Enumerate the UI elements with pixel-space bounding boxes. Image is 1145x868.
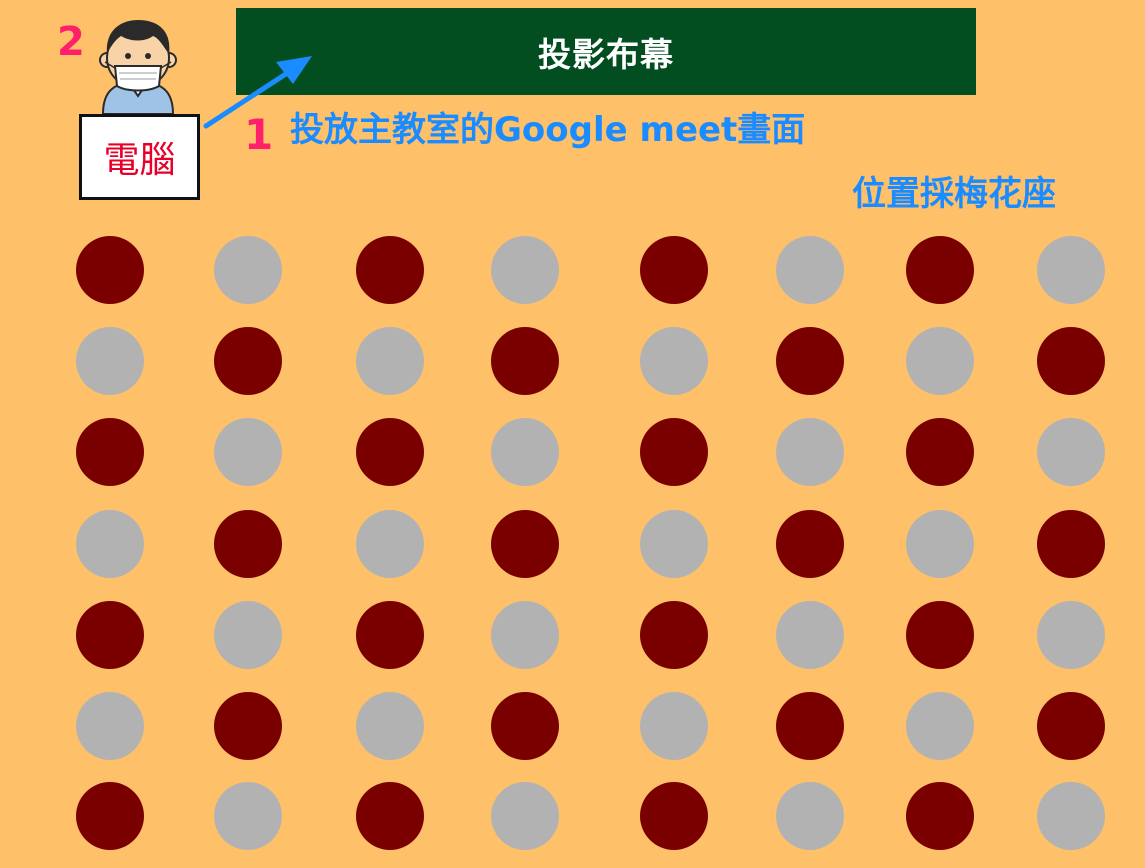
seat-occupied	[640, 236, 708, 304]
seat-empty	[356, 510, 424, 578]
seat-occupied	[76, 418, 144, 486]
seat-occupied	[214, 692, 282, 760]
seat-occupied	[1037, 692, 1105, 760]
projection-screen: 投影布幕	[236, 8, 976, 95]
seat-empty	[906, 692, 974, 760]
seat-empty	[906, 327, 974, 395]
seat-occupied	[76, 601, 144, 669]
seat-occupied	[776, 510, 844, 578]
seat-occupied	[491, 510, 559, 578]
seat-empty	[776, 782, 844, 850]
seat-occupied	[640, 601, 708, 669]
seat-empty	[214, 601, 282, 669]
seat-empty	[776, 601, 844, 669]
seat-occupied	[906, 601, 974, 669]
computer-label: 電腦	[103, 140, 176, 181]
seat-empty	[1037, 601, 1105, 669]
seat-empty	[776, 236, 844, 304]
seat-occupied	[906, 418, 974, 486]
seat-empty	[214, 782, 282, 850]
seat-empty	[76, 692, 144, 760]
seat-empty	[356, 327, 424, 395]
seat-empty	[1037, 418, 1105, 486]
seat-empty	[776, 418, 844, 486]
seat-occupied	[356, 418, 424, 486]
seat-occupied	[76, 782, 144, 850]
seat-empty	[356, 692, 424, 760]
seat-empty	[906, 510, 974, 578]
seat-empty	[491, 236, 559, 304]
seat-empty	[491, 418, 559, 486]
seat-occupied	[1037, 510, 1105, 578]
projection-screen-label: 投影布幕	[538, 34, 674, 74]
seat-occupied	[356, 782, 424, 850]
seat-occupied	[906, 236, 974, 304]
seat-empty	[640, 510, 708, 578]
seat-empty	[1037, 782, 1105, 850]
seat-occupied	[640, 418, 708, 486]
seat-occupied	[776, 692, 844, 760]
seat-empty	[76, 510, 144, 578]
seat-occupied	[356, 601, 424, 669]
seat-empty	[640, 692, 708, 760]
seat-occupied	[214, 327, 282, 395]
seat-occupied	[356, 236, 424, 304]
seat-empty	[491, 782, 559, 850]
seat-occupied	[906, 782, 974, 850]
seat-empty	[491, 601, 559, 669]
seat-empty	[76, 327, 144, 395]
seat-empty	[214, 236, 282, 304]
seat-occupied	[491, 692, 559, 760]
computer-box: 電腦	[79, 114, 200, 200]
seat-occupied	[1037, 327, 1105, 395]
step-1-text: 投放主教室的Google meet畫面	[290, 110, 806, 150]
seat-occupied	[776, 327, 844, 395]
seat-empty	[640, 327, 708, 395]
step-1-number: 1	[244, 110, 274, 159]
masked-person-icon	[99, 20, 177, 114]
step-2-number: 2	[57, 19, 85, 65]
seat-occupied	[76, 236, 144, 304]
seat-occupied	[214, 510, 282, 578]
seat-occupied	[640, 782, 708, 850]
seat-empty	[214, 418, 282, 486]
seating-note: 位置採梅花座	[852, 174, 1056, 214]
seat-empty	[1037, 236, 1105, 304]
seat-occupied	[491, 327, 559, 395]
